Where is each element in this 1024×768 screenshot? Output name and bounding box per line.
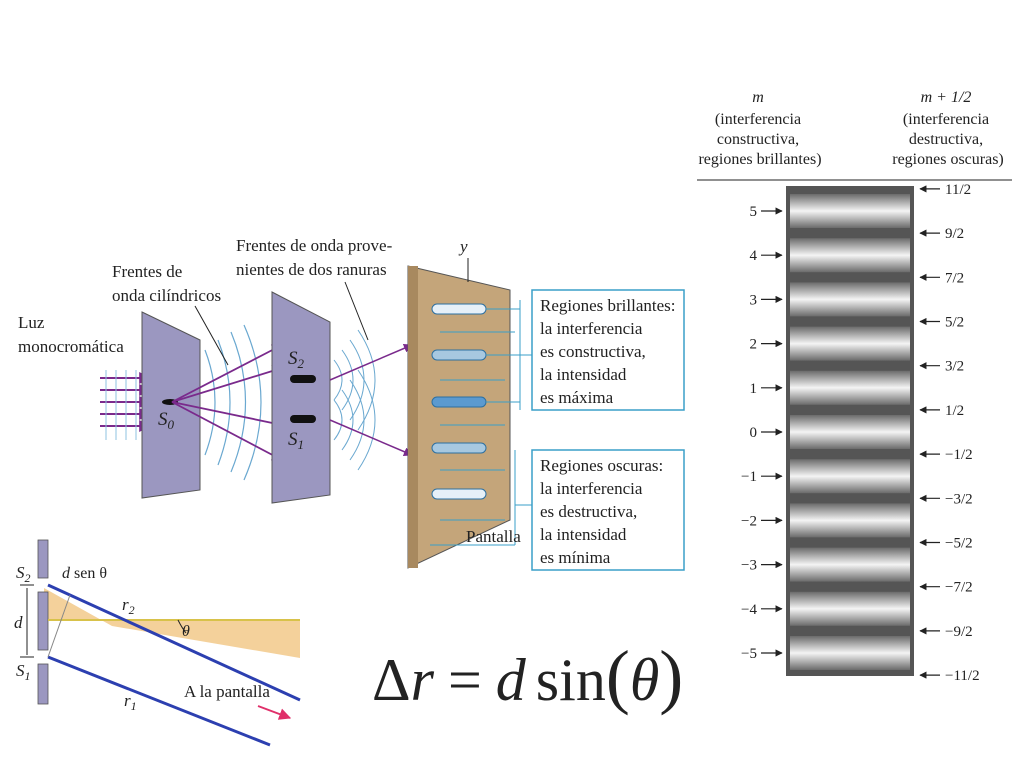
label-s1: S1 xyxy=(288,429,304,452)
perpendicular-foot xyxy=(47,594,71,658)
label-s0: S0 xyxy=(158,409,175,432)
cylindrical-waves-label: Frentes de onda cilíndricos xyxy=(112,262,221,305)
half-label: −1/2 xyxy=(945,447,973,463)
theta-arc xyxy=(177,619,187,634)
bright-fringe xyxy=(790,194,910,228)
m-label: 5 xyxy=(750,204,758,220)
rays-from-s0 xyxy=(171,344,284,461)
right-column-header: m + 1/2 (interferencia destructiva, regi… xyxy=(892,89,1004,168)
label-y-axis: y xyxy=(458,237,468,256)
two-slit-pointer xyxy=(344,281,369,341)
m-label: −1 xyxy=(741,469,757,485)
bright-fringe xyxy=(790,503,910,538)
geom-label-r1: r1 xyxy=(124,691,137,713)
plane-wavefronts xyxy=(105,370,137,440)
half-label: −5/2 xyxy=(945,536,973,552)
light-source-label: Luz monocromática xyxy=(18,313,124,356)
geom-label-s2: S2 xyxy=(16,563,31,585)
geom-label-d: d xyxy=(14,613,23,632)
m-label: −4 xyxy=(741,602,757,618)
bright-fringe xyxy=(790,459,910,494)
screen-edge xyxy=(408,266,418,568)
bright-fringe xyxy=(790,591,910,626)
half-label: −3/2 xyxy=(945,491,973,507)
to-screen-arrow xyxy=(257,705,292,720)
half-label: −9/2 xyxy=(945,624,973,640)
half-label: −7/2 xyxy=(945,580,973,596)
bright-fringe xyxy=(790,282,910,317)
ray-r1 xyxy=(47,655,271,747)
half-label: 11/2 xyxy=(945,182,971,198)
fringe-bands xyxy=(790,194,910,670)
barrier-middle xyxy=(37,591,49,651)
geom-label-r2: r2 xyxy=(122,595,135,617)
dark-regions-box xyxy=(531,449,685,571)
half-label: 5/2 xyxy=(945,315,964,331)
cyl-pointer xyxy=(194,305,229,366)
slit-s1 xyxy=(290,415,316,423)
label-s2: S2 xyxy=(288,348,305,371)
bright-regions-box xyxy=(531,289,685,411)
bright-fringe xyxy=(790,547,910,582)
fringe-pattern-panel: m (interferencia constructiva, regiones … xyxy=(697,89,1012,684)
two-slit-waves-label: Frentes de onda prove- nientes de dos ra… xyxy=(236,236,397,279)
m-label: 3 xyxy=(750,292,758,308)
slit-s2 xyxy=(290,375,316,383)
dark-regions-text: Regiones oscuras: la interferencia es de… xyxy=(540,456,667,567)
m-label: 1 xyxy=(750,381,758,397)
bright-fringe xyxy=(790,238,910,273)
half-label: −11/2 xyxy=(945,668,980,684)
single-slit-plate xyxy=(141,311,201,499)
half-label: 9/2 xyxy=(945,226,964,242)
screen-fringes xyxy=(431,303,487,500)
barrier-top xyxy=(37,539,49,579)
m-label: −2 xyxy=(741,513,757,529)
m-label: 0 xyxy=(750,425,758,441)
double-slit-plate xyxy=(271,291,331,504)
label-screen: Pantalla xyxy=(466,527,521,546)
left-column-header: m (interferencia constructiva, regiones … xyxy=(698,89,821,168)
box-connectors xyxy=(430,300,532,546)
bright-regions-text: Regiones brillantes: la interferencia es… xyxy=(540,296,680,407)
half-label: 7/2 xyxy=(945,270,964,286)
m-label: −5 xyxy=(741,646,757,662)
bright-fringe xyxy=(790,636,910,670)
geom-label-theta: θ xyxy=(182,623,190,640)
bright-fringe xyxy=(790,370,910,405)
m-label: 4 xyxy=(750,248,758,264)
setup-diagram: Luz monocromática Frentes de onda cilínd… xyxy=(18,236,685,571)
half-label: 1/2 xyxy=(945,403,964,419)
bright-fringe xyxy=(790,326,910,361)
half-label: 3/2 xyxy=(945,359,964,375)
wavefront-band xyxy=(44,588,300,658)
rays-to-screen xyxy=(329,344,413,456)
cylindrical-wavefronts xyxy=(204,324,262,481)
ray-r2 xyxy=(47,583,301,702)
geom-label-to-screen: A la pantalla xyxy=(184,682,270,701)
m-label: −3 xyxy=(741,558,757,574)
geom-label-s1: S1 xyxy=(16,661,31,683)
barrier-bottom xyxy=(37,663,49,705)
m-label: 2 xyxy=(750,337,758,353)
two-slit-wavefronts xyxy=(333,329,376,471)
half-labels: 11/2 9/2 7/2 5/2 3/2 1/2 −1/2 −3/2 −5/2 −7/2 −9/2 −… xyxy=(919,182,980,684)
bright-fringe xyxy=(790,415,910,449)
m-labels: 5 4 3 2 1 0 −1 −2 −3 −4 −5 xyxy=(741,204,783,662)
